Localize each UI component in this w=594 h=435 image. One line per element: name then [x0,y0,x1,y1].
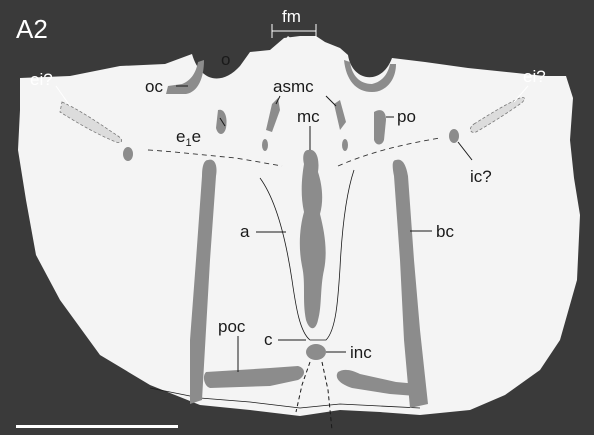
fm-bracket [272,24,316,38]
asmc-left-lower [262,139,268,151]
label-poc: poc [218,317,246,336]
label-po: po [397,107,416,126]
label-ei-right: ei? [523,67,546,86]
ei-left-dot [123,147,133,161]
label-bc: bc [436,222,454,241]
label-ei-left: ei? [30,70,53,89]
asmc-right-lower [342,139,348,151]
label-ic: ic? [470,167,492,186]
label-a: a [240,222,250,241]
panel-label: A2 [16,14,48,44]
label-inc: inc [350,343,372,362]
label-mc: mc [297,107,320,126]
ic-dot [449,129,459,143]
label-fm: fm [282,7,301,26]
label-c: c [264,330,273,349]
inc-shape [306,344,326,360]
label-o: o [221,50,230,69]
label-asmc: asmc [273,77,314,96]
label-oc: oc [145,77,163,96]
scale-bar [16,425,178,428]
